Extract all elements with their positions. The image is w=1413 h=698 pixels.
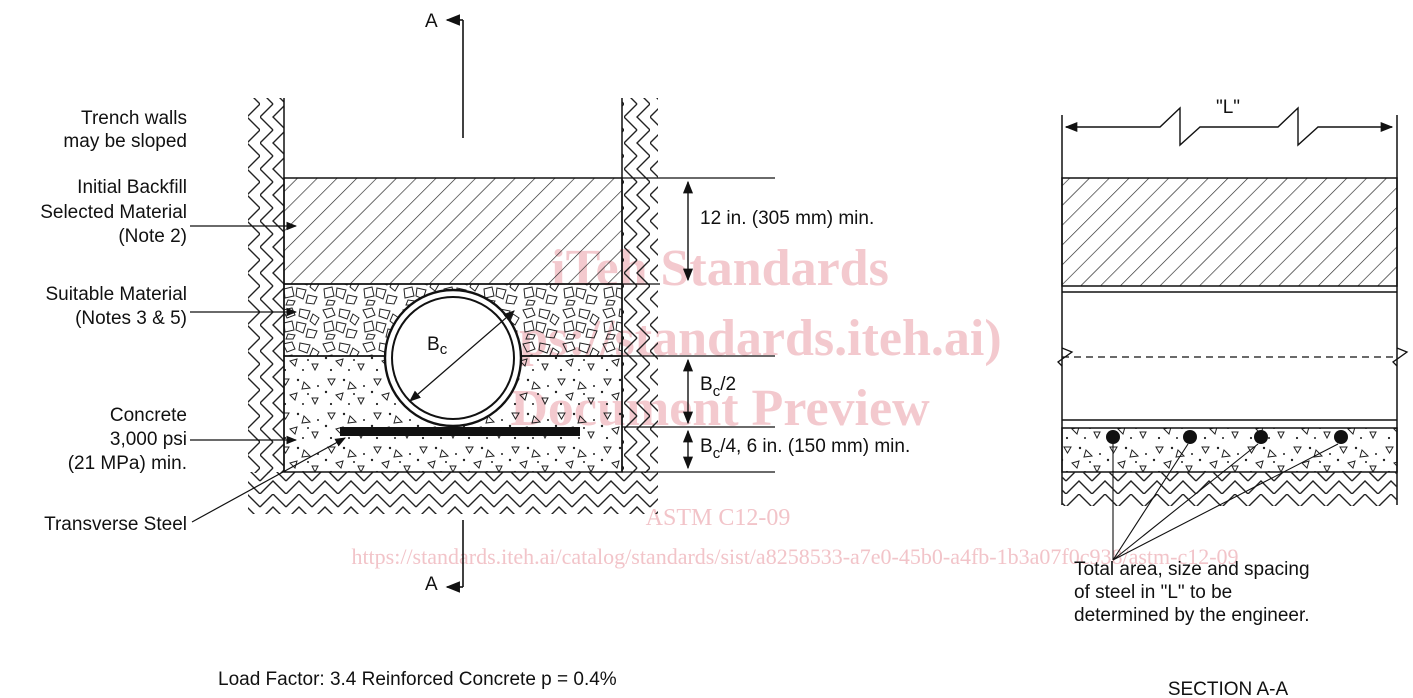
section-backfill-zone <box>1061 177 1398 287</box>
length-label: "L" <box>1216 97 1240 118</box>
concrete-label-3: (21 MPa) min. <box>68 453 187 474</box>
steel-bar-3 <box>1254 430 1268 444</box>
watermark: iTeh Standards (https://standards.iteh.a… <box>351 240 1238 569</box>
trench-section: Bc A A 12 in. (305 mm) min. Bc/2 Bc/4, 6… <box>40 11 910 690</box>
transverse-steel-label: Transverse Steel <box>44 514 187 535</box>
pipe-diameter-label: Bc <box>427 334 448 358</box>
trench-walls-label-2: may be sloped <box>63 131 187 152</box>
backfill-depth-label: 12 in. (305 mm) min. <box>700 208 874 229</box>
left-trench-wall <box>248 98 284 473</box>
section-title: SECTION A-A <box>1168 679 1289 698</box>
transverse-steel-bar <box>340 427 580 436</box>
suitable-material-label-2: (Notes 3 & 5) <box>75 308 187 329</box>
watermark-url-link[interactable]: https://standards.iteh.ai/catalog/standa… <box>351 544 1238 569</box>
steel-bar-1 <box>1106 430 1120 444</box>
steel-note-2: of steel in "L" to be <box>1074 582 1232 603</box>
suitable-material-label-1: Suitable Material <box>45 284 187 305</box>
right-trench-wall <box>622 98 658 473</box>
concrete-label-2: 3,000 psi <box>110 429 187 450</box>
load-factor-note: Load Factor: 3.4 Reinforced Concrete p =… <box>218 669 617 690</box>
pipe-diameter-dimension <box>409 310 515 402</box>
section-marker-bottom: A <box>425 574 438 595</box>
concrete-label-1: Concrete <box>110 405 187 426</box>
trench-walls-label-1: Trench walls <box>81 108 187 129</box>
quarter-diameter-label: Bc/4, 6 in. (150 mm) min. <box>700 436 910 462</box>
initial-backfill-label-1: Initial Backfill <box>77 177 187 198</box>
steel-note-3: determined by the engineer. <box>1074 605 1310 626</box>
watermark-standard-link[interactable]: ASTM C12-09 <box>646 505 791 531</box>
half-diameter-label: Bc/2 <box>700 374 736 400</box>
trench-floor <box>248 472 658 514</box>
section-marker-top: A <box>425 11 438 32</box>
section-floor <box>1062 472 1397 506</box>
section-a-a: "L" Total area, size and spacing of stee… <box>1056 97 1409 698</box>
initial-backfill-label-2: Selected Material <box>40 202 187 223</box>
initial-backfill-zone <box>283 177 623 285</box>
steel-bar-4 <box>1334 430 1348 444</box>
steel-bar-2 <box>1183 430 1197 444</box>
steel-note-1: Total area, size and spacing <box>1074 559 1310 580</box>
initial-backfill-label-3: (Note 2) <box>118 226 187 247</box>
